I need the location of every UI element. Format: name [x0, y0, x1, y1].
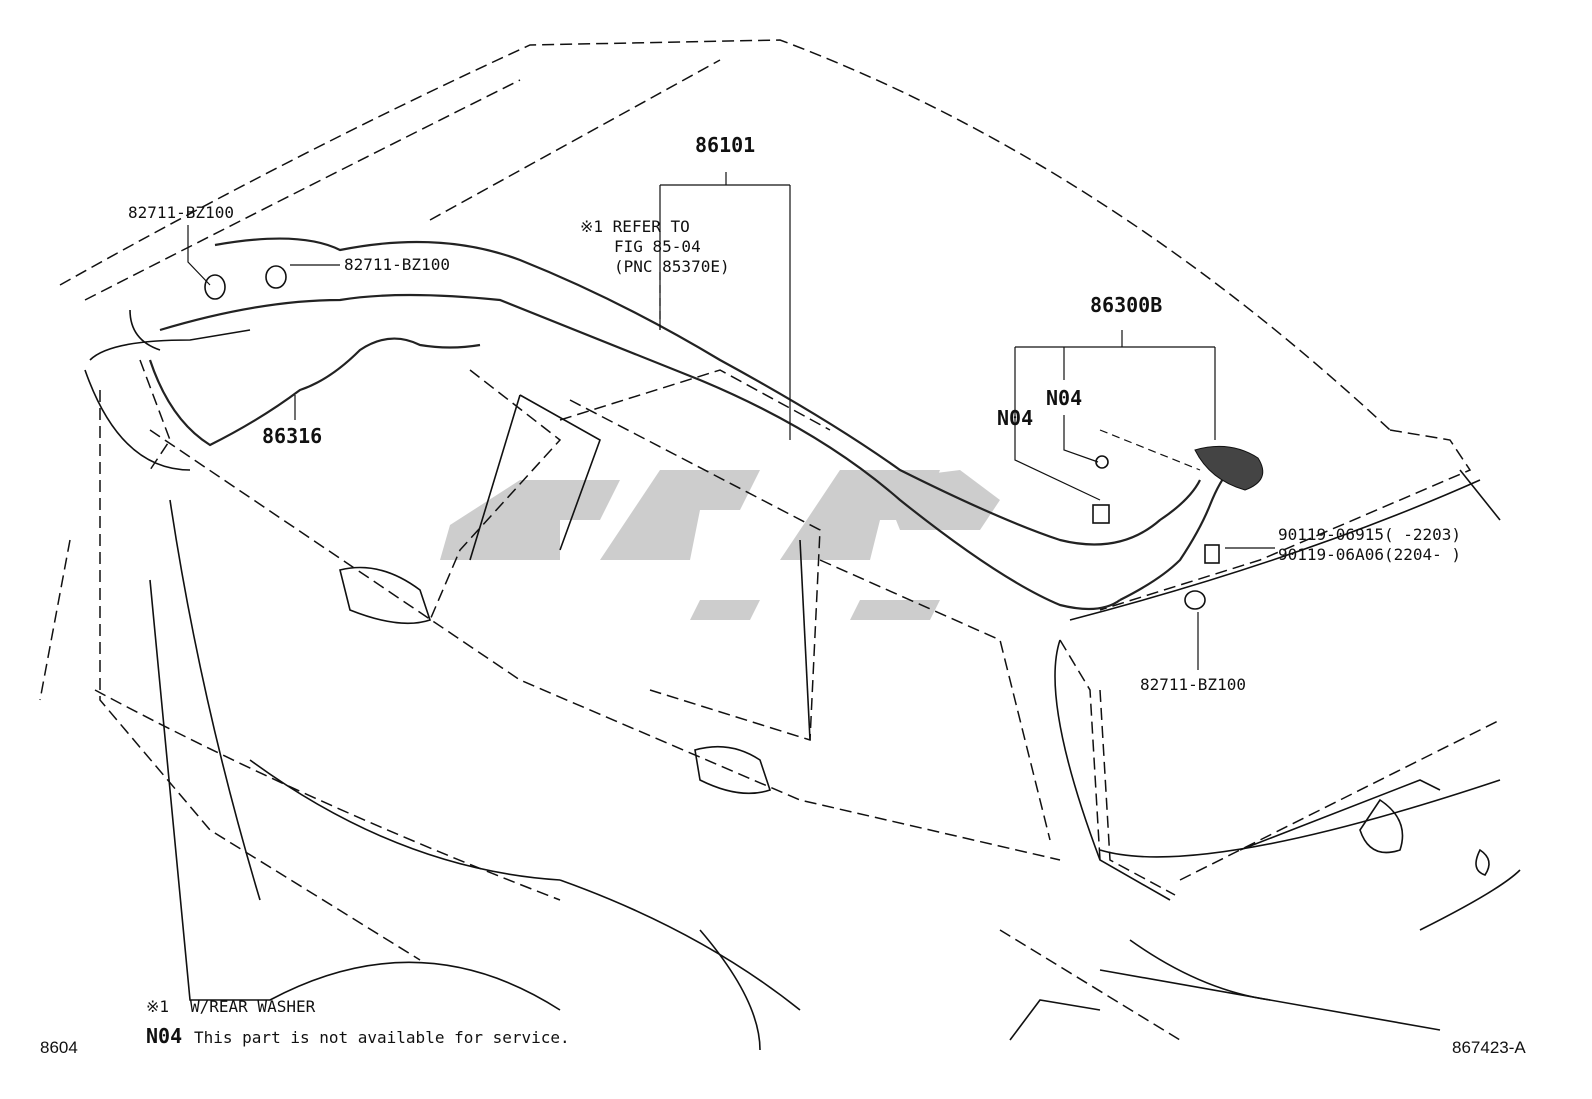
- label-bolt-b-range: (2204- ): [1384, 545, 1461, 564]
- label-n04-right: N04: [1046, 386, 1082, 410]
- watermark-logo: [440, 470, 1000, 620]
- label-n04-left: N04: [997, 406, 1033, 430]
- note2-mark: N04: [146, 1024, 182, 1048]
- label-bolt-b-pn: 90119-06A06: [1278, 545, 1384, 564]
- note1-text: W/REAR WASHER: [190, 997, 316, 1016]
- label-bolt-a-range: ( -2203): [1384, 525, 1461, 544]
- antenna-shark-fin: [1194, 445, 1264, 491]
- label-86101: 86101: [695, 133, 755, 157]
- vehicle-contours: [84, 309, 1521, 1051]
- footer-left-code: 8604: [40, 1038, 78, 1057]
- note2-text: This part is not available for service.: [194, 1028, 570, 1047]
- label-clip-top-mid: 82711-BZ100: [344, 255, 450, 274]
- label-refer-line3: (PNC 85370E): [614, 257, 730, 276]
- vehicle-outline: [39, 39, 1501, 1041]
- label-bolt-a-pn: 90119-06915: [1278, 525, 1384, 544]
- label-refer-line1: ※1 REFER TO: [580, 217, 690, 236]
- label-clip-bottom-right: 82711-BZ100: [1140, 675, 1246, 694]
- wire-harness: [148, 237, 1231, 611]
- label-clip-top-left: 82711-BZ100: [128, 203, 234, 222]
- note1-mark: ※1: [146, 997, 169, 1016]
- notes-block: ※1 W/REAR WASHER N04 This part is not av…: [146, 997, 570, 1048]
- clips: [204, 265, 1220, 610]
- footer-right-code: 867423-A: [1452, 1038, 1526, 1057]
- label-86300b: 86300B: [1090, 293, 1162, 317]
- label-refer-line2: FIG 85-04: [614, 237, 701, 256]
- label-86316: 86316: [262, 424, 322, 448]
- leader-lines: [187, 172, 1275, 670]
- callout-labels: 86101 86300B 86316 N04 N04 82711-BZ100 8…: [128, 133, 1461, 694]
